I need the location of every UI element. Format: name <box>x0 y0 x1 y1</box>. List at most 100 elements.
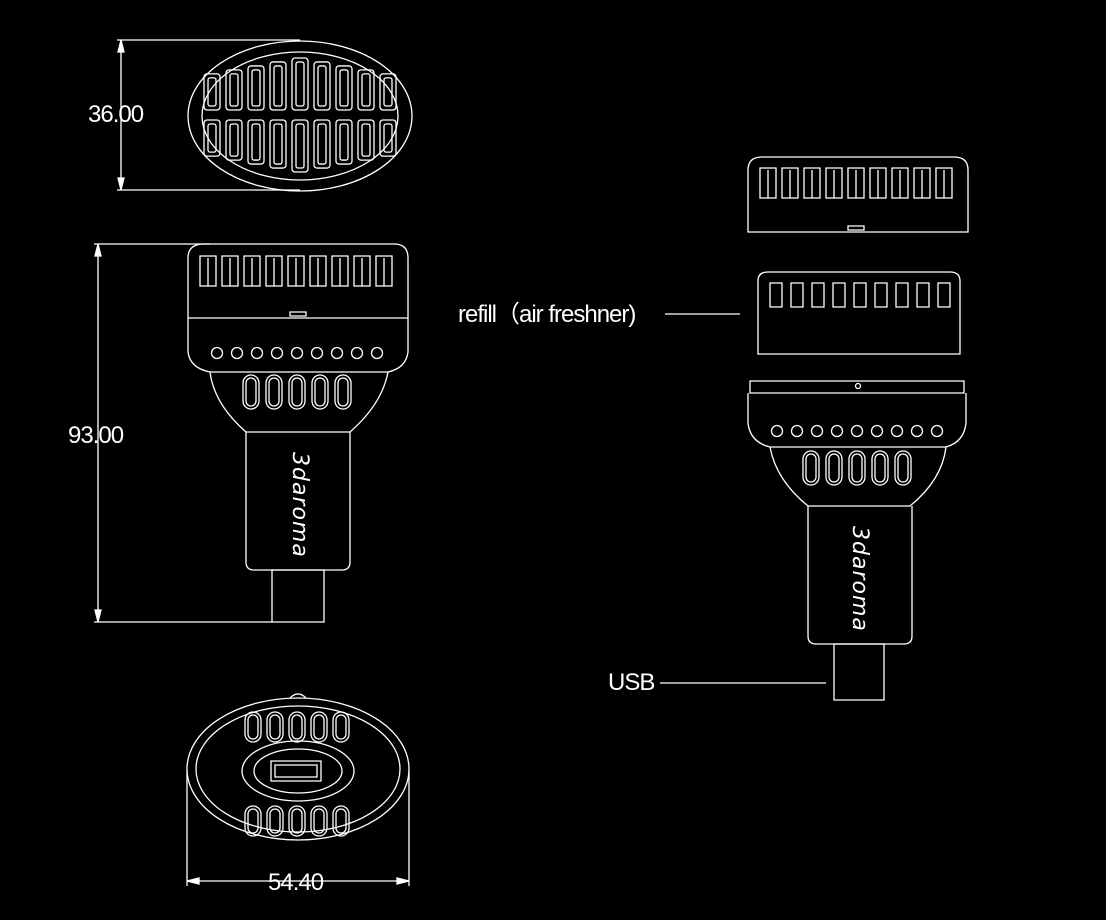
top-slot-inner <box>362 74 370 106</box>
vent <box>267 806 283 836</box>
top-slot <box>270 120 286 168</box>
vent-inner <box>875 454 885 482</box>
hole <box>912 426 923 437</box>
hole <box>352 348 363 359</box>
refill-tooth <box>791 283 803 307</box>
hole <box>892 426 903 437</box>
top-slot-inner <box>252 124 260 160</box>
dimension-line-width <box>187 770 409 886</box>
hole <box>212 348 223 359</box>
top-slot-inner <box>296 124 304 168</box>
vent-inner <box>292 378 302 406</box>
hole <box>292 348 303 359</box>
vent <box>826 451 842 485</box>
vent <box>245 806 261 836</box>
exploded-refill-teeth <box>770 283 950 307</box>
front-view-cap-fins <box>200 256 392 286</box>
refill-tooth <box>938 283 950 307</box>
vent <box>311 712 327 742</box>
top-slot-inner <box>252 70 260 106</box>
vent-inner <box>336 715 346 739</box>
vent-inner <box>852 454 862 482</box>
vent-inner <box>269 378 279 406</box>
vent-inner <box>246 378 256 406</box>
vent-inner <box>248 715 258 739</box>
top-slot <box>248 120 264 164</box>
vent <box>895 451 911 485</box>
exploded-refill <box>758 272 960 354</box>
hole <box>832 426 843 437</box>
dimension-length-label: 93.00 <box>68 422 124 449</box>
top-slot-inner <box>208 78 216 106</box>
brand-logo-exploded: 3daroma <box>847 526 872 632</box>
top-slot-inner <box>384 78 392 106</box>
bottom-view-upper-vents <box>245 712 349 742</box>
vent-inner <box>806 454 816 482</box>
front-view <box>188 244 408 622</box>
vent <box>311 806 327 836</box>
hole <box>272 348 283 359</box>
vent-inner <box>270 809 280 833</box>
top-slot <box>226 70 242 110</box>
refill-tooth <box>770 283 782 307</box>
vent-inner <box>338 378 348 406</box>
top-slot-inner <box>384 124 392 152</box>
bottom-view <box>187 694 409 840</box>
top-slot <box>204 120 220 156</box>
exploded-base-holes <box>772 426 943 437</box>
top-slot <box>314 120 330 168</box>
hole <box>932 426 943 437</box>
top-slot-inner <box>230 124 238 156</box>
vent <box>333 806 349 836</box>
top-slot-inner <box>208 124 216 152</box>
top-slot <box>204 74 220 110</box>
vent-inner <box>314 809 324 833</box>
hole <box>872 426 883 437</box>
top-view-lower-slots <box>204 120 396 172</box>
hole <box>812 426 823 437</box>
exploded-cap-fins <box>760 168 952 198</box>
top-slot <box>292 58 308 110</box>
vent <box>872 451 888 485</box>
vent <box>803 451 819 485</box>
vent-inner <box>315 378 325 406</box>
top-slot <box>358 120 374 160</box>
top-slot <box>336 120 352 164</box>
top-slot <box>292 120 308 172</box>
bottom-view-lower-vents <box>245 806 349 836</box>
hole <box>792 426 803 437</box>
vent <box>333 712 349 742</box>
top-slot-inner <box>340 124 348 160</box>
dimension-line-height <box>117 40 300 190</box>
refill-tooth <box>854 283 866 307</box>
vent <box>243 375 259 409</box>
exploded-view <box>660 157 968 700</box>
top-slot <box>226 120 242 160</box>
hole <box>252 348 263 359</box>
top-slot <box>358 70 374 110</box>
brand-logo-front: 3daroma <box>287 452 312 558</box>
top-slot-inner <box>296 62 304 106</box>
top-view-upper-slots <box>204 58 396 110</box>
front-view-holes <box>212 348 383 359</box>
hole <box>232 348 243 359</box>
dimension-line-length <box>94 244 272 622</box>
vent <box>267 712 283 742</box>
hole <box>852 426 863 437</box>
exploded-base-vents <box>803 451 911 485</box>
vent <box>245 712 261 742</box>
exploded-cap <box>748 157 968 232</box>
vent <box>312 375 328 409</box>
front-view-vents <box>243 375 351 409</box>
vent-inner <box>314 715 324 739</box>
dimension-height-label: 36.00 <box>88 101 144 128</box>
top-slot <box>336 66 352 110</box>
top-slot <box>314 62 330 110</box>
top-slot-inner <box>274 124 282 164</box>
vent-inner <box>270 715 280 739</box>
top-slot-inner <box>318 66 326 106</box>
top-slot-inner <box>362 124 370 156</box>
vent <box>289 806 305 836</box>
vent-inner <box>292 715 302 739</box>
